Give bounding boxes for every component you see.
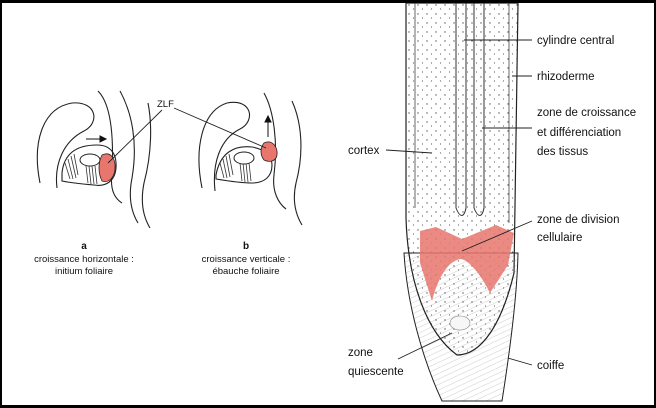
root-body: [406, 3, 518, 355]
panel-a-caption-line2: initium foliaire: [55, 266, 113, 277]
panel-b-arrow: [265, 116, 271, 137]
label-division-line2: cellulaire: [537, 232, 582, 244]
panel-a-apex: [80, 154, 100, 166]
panel-b-apex: [234, 152, 254, 164]
zlf-leader-a: [108, 110, 162, 163]
panel-a-arrow: [86, 136, 106, 142]
label-quiescente-line1: zone: [348, 347, 373, 359]
panel-b-zlf-highlight: [261, 142, 277, 161]
quiescent-center: [450, 316, 470, 330]
panel-b-letter: b: [243, 241, 249, 252]
zlf-leader-b: [174, 108, 266, 148]
panel-b-caption-line2: ébauche foliaire: [212, 266, 279, 277]
label-croissance-line3: des tissus: [537, 146, 588, 158]
label-cortex: cortex: [348, 145, 380, 157]
label-croissance-line1: zone de croissance: [537, 107, 636, 119]
panel-a-caption-line1: croissance horizontale :: [34, 254, 134, 265]
label-coiffe: coiffe: [537, 360, 564, 372]
label-quiescente-line2: quiescente: [348, 366, 404, 378]
figure-svg: ZLF a croissance horizontale : initium f…: [2, 3, 654, 405]
label-croissance-line2: et différenciation: [537, 127, 621, 139]
zlf-label: ZLF: [157, 99, 174, 110]
label-cylindre-central: cylindre central: [537, 35, 614, 47]
figure-canvas: ZLF a croissance horizontale : initium f…: [2, 3, 654, 405]
label-rhizoderme: rhizoderme: [537, 71, 595, 83]
panel-b-caption-line1: croissance verticale :: [202, 254, 291, 265]
label-division-line1: zone de division: [537, 214, 619, 226]
panel-a-letter: a: [81, 241, 87, 252]
